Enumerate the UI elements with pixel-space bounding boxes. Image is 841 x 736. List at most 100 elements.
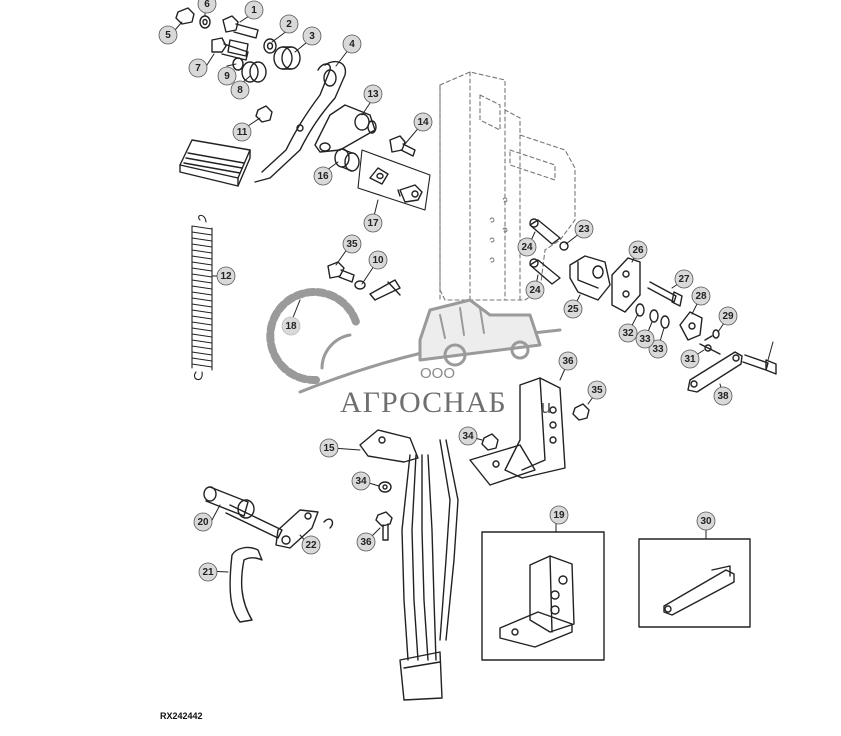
callout-35: 35 (587, 380, 607, 400)
callout-number: 26 (632, 245, 644, 256)
callout-18: 18 (281, 316, 301, 336)
callout-26: 26 (628, 240, 648, 260)
callout-number: 3 (309, 31, 315, 42)
callout-number: 5 (165, 30, 171, 41)
callout-circle (574, 219, 594, 239)
callout-1: 1 (244, 0, 264, 20)
callout-circle (549, 505, 569, 525)
callout-circle (563, 299, 583, 319)
pedal-arm-bracket (314, 104, 431, 211)
watermark-prefix: ООО (420, 365, 455, 382)
callout-circle (313, 166, 333, 186)
watermark-tail: u (541, 397, 551, 417)
callout-circle (680, 349, 700, 369)
callout-circle (368, 250, 388, 270)
callout-number: 6 (204, 0, 210, 10)
shaft-and-lever (203, 486, 334, 623)
callout-14: 14 (413, 112, 433, 132)
inset-box-30 (638, 538, 751, 628)
callout-circle (351, 471, 371, 491)
mounting-bracket (469, 377, 590, 486)
callout-number: 33 (652, 344, 664, 355)
callout-circle (363, 84, 383, 104)
callout-circle (216, 266, 236, 286)
callout-circle (635, 329, 655, 349)
callout-number: 9 (224, 71, 230, 82)
callout-number: 32 (622, 328, 634, 339)
callout-10: 10 (368, 250, 388, 270)
callout-9: 9 (217, 66, 237, 86)
callout-number: 35 (591, 385, 603, 396)
callout-number: 12 (220, 271, 232, 282)
callout-36: 36 (558, 351, 578, 371)
callout-25: 25 (563, 299, 583, 319)
callout-32: 32 (618, 323, 638, 343)
callout-21: 21 (198, 562, 218, 582)
callout-5: 5 (158, 25, 178, 45)
callout-circle (674, 269, 694, 289)
callout-circle (279, 14, 299, 34)
callout-22: 22 (301, 535, 321, 555)
callout-number: 30 (700, 516, 712, 527)
callout-circle (696, 511, 716, 531)
callout-number: 20 (197, 517, 209, 528)
callout-3: 3 (302, 26, 322, 46)
callout-number: 4 (349, 39, 355, 50)
callout-number: 38 (717, 391, 729, 402)
callout-circle (342, 34, 362, 54)
callout-4: 4 (342, 34, 362, 54)
callout-number: 21 (202, 567, 214, 578)
callout-circle (198, 562, 218, 582)
callout-circle (628, 240, 648, 260)
hardware-group-lower (375, 481, 393, 541)
callout-12: 12 (216, 266, 236, 286)
callout-16: 16 (313, 166, 333, 186)
callout-36: 36 (356, 532, 376, 552)
callout-number: 18 (285, 321, 297, 332)
brake-pedal (179, 60, 347, 187)
callout-34: 34 (351, 471, 371, 491)
callout-29: 29 (718, 306, 738, 326)
callout-31: 31 (680, 349, 700, 369)
callout-number: 23 (578, 224, 590, 235)
hardware-group-middle (327, 261, 401, 301)
callout-number: 16 (317, 171, 329, 182)
callout-circle (517, 237, 537, 257)
callout-circle (232, 122, 252, 142)
callout-number: 28 (695, 291, 707, 302)
callout-19: 19 (549, 505, 569, 525)
wiring-harness (359, 429, 459, 701)
callout-17: 17 (363, 213, 383, 233)
callout-number: 29 (722, 311, 734, 322)
callout-circle (587, 380, 607, 400)
callout-circle (413, 112, 433, 132)
callout-number: 24 (521, 242, 533, 253)
frame-upright (439, 71, 576, 301)
callout-number: 24 (529, 285, 541, 296)
callout-number: 13 (367, 89, 379, 100)
callout-33: 33 (648, 339, 668, 359)
callout-number: 25 (567, 304, 579, 315)
callout-circle (281, 316, 301, 336)
callout-15: 15 (319, 438, 339, 458)
callout-number: 19 (553, 510, 565, 521)
watermark-company-name: АГРОСНАБ (340, 386, 507, 419)
callout-33: 33 (635, 329, 655, 349)
callout-number: 36 (360, 537, 372, 548)
valve-assembly (529, 218, 777, 393)
watermark-logo (266, 288, 562, 394)
callout-circle (217, 66, 237, 86)
callout-circle (558, 351, 578, 371)
callout-number: 2 (286, 19, 292, 30)
callout-34: 34 (458, 426, 478, 446)
callout-circle (718, 306, 738, 326)
callout-circle (319, 438, 339, 458)
callout-circle (363, 213, 383, 233)
callout-circle (244, 0, 264, 20)
callout-layer: 1234567891112131416171815192021222324242… (158, 0, 774, 582)
callout-number: 22 (305, 540, 317, 551)
callout-number: 1 (251, 5, 257, 16)
callout-number: 7 (195, 63, 201, 74)
callout-13: 13 (363, 84, 383, 104)
